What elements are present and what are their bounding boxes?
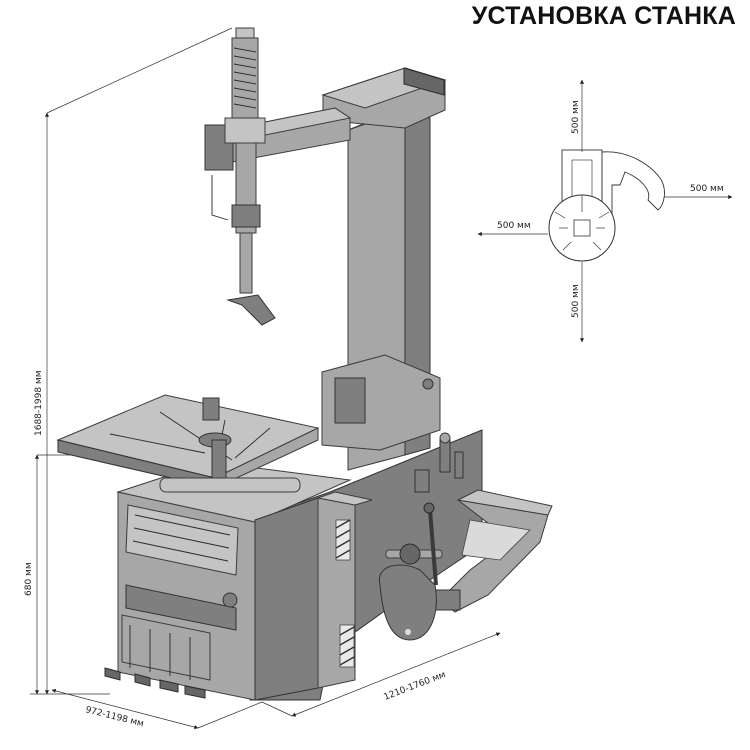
bead-breaker-paddle xyxy=(378,543,443,641)
clearance-right-label: 500 мм xyxy=(690,184,724,194)
pressure-regulator-units xyxy=(414,432,464,493)
operating-lever xyxy=(423,502,438,586)
machine-top-view-icon xyxy=(548,149,665,262)
total-height-label: 1688-1998 мм xyxy=(34,371,44,437)
dimension-lines xyxy=(30,27,501,730)
foot-pedals xyxy=(104,667,206,699)
front-panel-details xyxy=(121,504,239,681)
turntable xyxy=(56,394,320,493)
clearance-bottom-label: 500 мм xyxy=(571,284,581,318)
bead-breaker-arm xyxy=(429,489,553,613)
clearance-left-label: 500 мм xyxy=(497,221,531,231)
width-label: 1210-1760 мм xyxy=(382,670,447,703)
vertical-shaft xyxy=(211,27,276,326)
page-title: УСТАНОВКА СТАНКА xyxy=(471,2,736,30)
clearance-top-view xyxy=(477,79,733,343)
tire-changer-illustration xyxy=(56,27,553,701)
table-height-label: 680 мм xyxy=(24,562,34,596)
side-bin xyxy=(254,491,373,701)
main-column xyxy=(321,67,447,471)
clearance-top-label: 500 мм xyxy=(571,100,581,134)
depth-label: 972-1198 мм xyxy=(84,705,144,729)
